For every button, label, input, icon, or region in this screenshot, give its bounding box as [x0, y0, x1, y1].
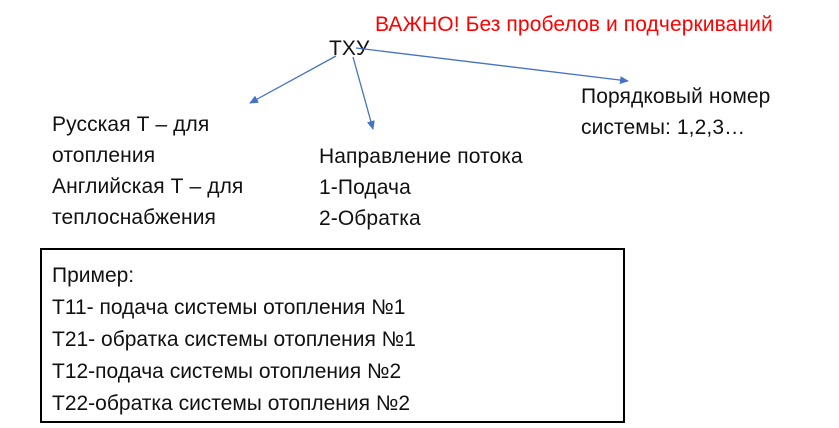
example-line: Т21- обратка системы отопления №1: [52, 328, 416, 351]
branch-left-line: отопления: [52, 144, 156, 167]
branch-middle-line: Направление потока: [319, 145, 523, 168]
example-heading: Пример:: [52, 264, 135, 287]
arrow-to-left-branch: [249, 55, 337, 104]
example-box: Пример: Т11- подача системы отопления №1…: [40, 248, 625, 423]
branch-middle-line: 2-Обратка: [319, 207, 421, 230]
example-line: Т11- подача системы отопления №1: [52, 296, 406, 319]
branch-letter-meaning: Русская Т – для отопления Английская Т –…: [52, 109, 243, 233]
root-node-label: ТХУ: [329, 37, 370, 60]
branch-left-line: Русская Т – для: [52, 113, 210, 136]
branch-right-line: системы: 1,2,3…: [581, 116, 746, 139]
branch-right-line: Порядковый номер: [581, 85, 771, 108]
branch-flow-direction: Направление потока 1-Подача 2-Обратка: [319, 141, 523, 234]
example-line: Т22-обратка системы отопления №2: [52, 392, 411, 415]
branch-left-line: Английская Т – для: [52, 175, 244, 198]
arrow-to-right-branch: [355, 47, 629, 85]
warning-note: ВАЖНО! Без пробелов и подчеркиваний: [375, 13, 773, 36]
branch-left-line: теплоснабжения: [52, 206, 216, 229]
arrow-to-middle-branch: [352, 56, 375, 130]
branch-middle-line: 1-Подача: [319, 176, 411, 199]
branch-system-number: Порядковый номер системы: 1,2,3…: [581, 81, 770, 143]
example-line: Т12-подача системы отопления №2: [52, 360, 402, 383]
